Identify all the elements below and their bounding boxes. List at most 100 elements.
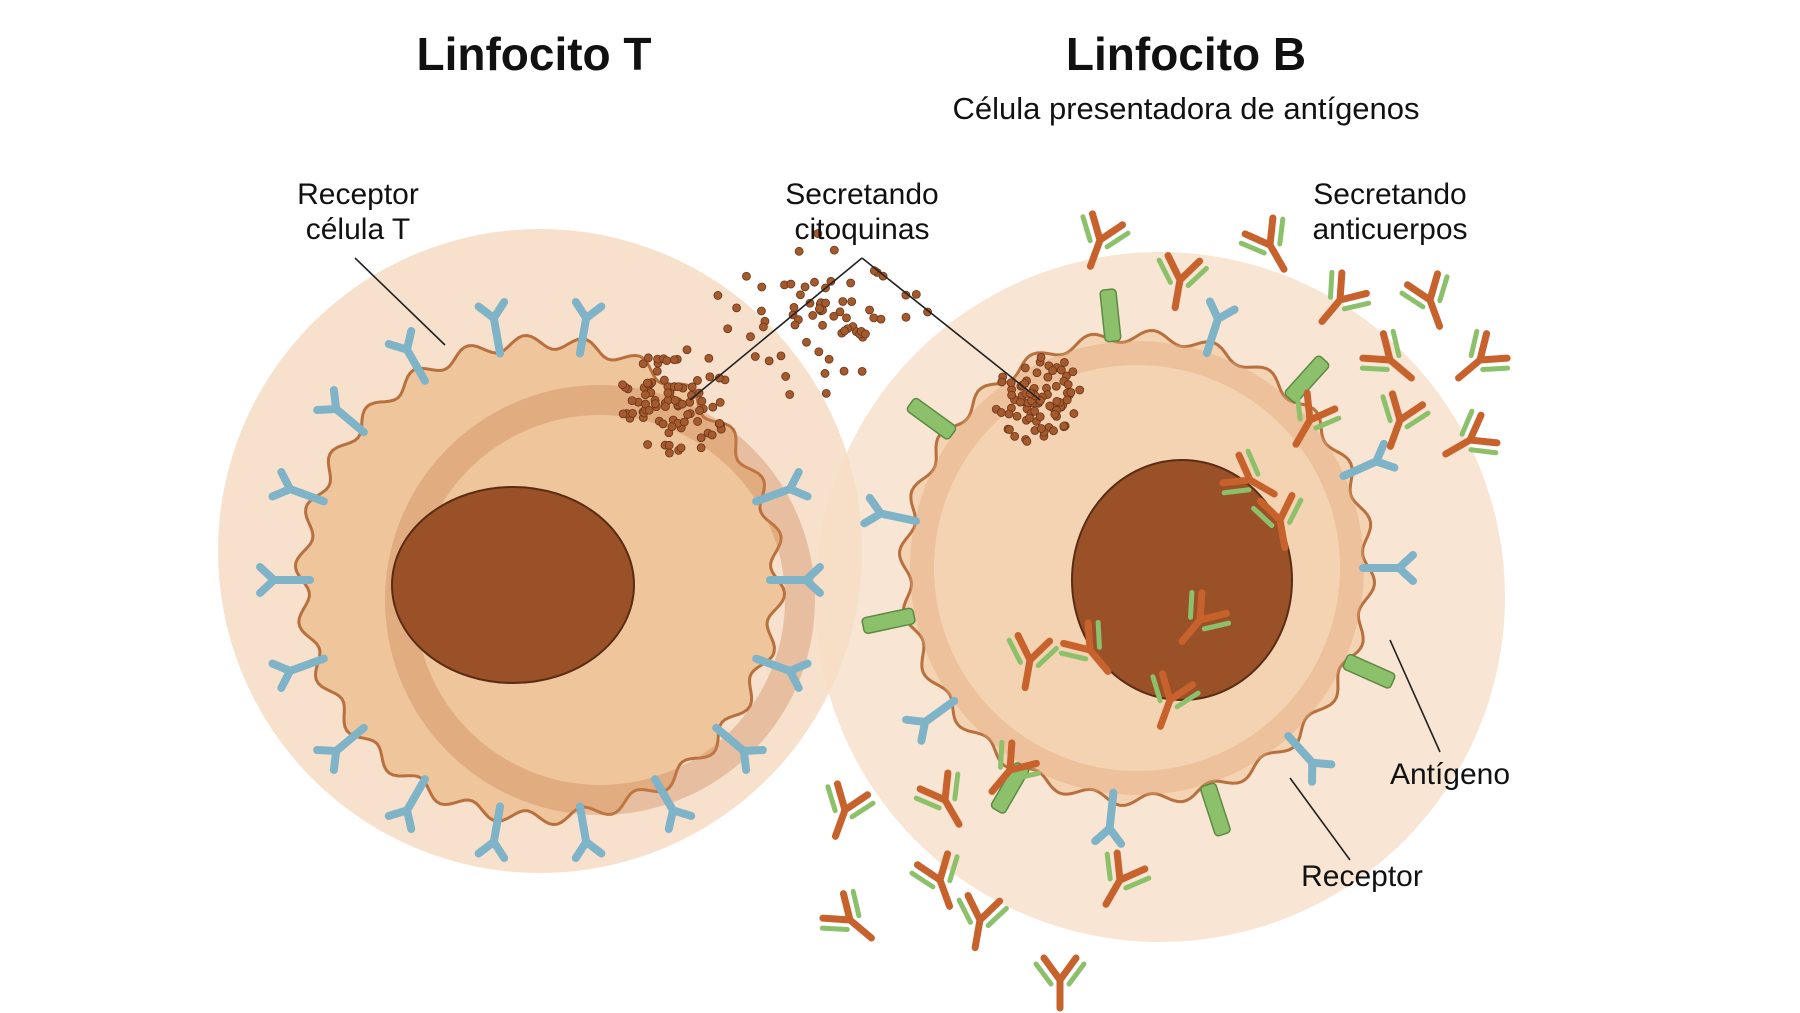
t-cell-receptor	[766, 563, 824, 597]
cytokine-dot	[696, 433, 706, 443]
antigen	[1342, 653, 1396, 689]
antibody-light-chain	[1221, 448, 1261, 496]
cytokine-dot	[1030, 406, 1040, 416]
t-cell-nucleus	[391, 486, 635, 684]
antibody-light-chain	[956, 897, 1009, 929]
cytokine-dot	[707, 430, 717, 440]
b-cell-receptor	[1091, 788, 1126, 848]
cytokine-dot	[829, 245, 839, 255]
antibody	[1251, 492, 1304, 552]
antibody-light-chain	[1104, 851, 1152, 891]
cytokine-dot	[667, 422, 677, 432]
leader-lines	[354, 257, 1441, 861]
receptor-icon	[1359, 551, 1417, 585]
receptor-icon	[571, 802, 606, 863]
cytokine-dot	[693, 417, 703, 426]
cytokines	[618, 229, 1085, 458]
t-cell-receptor	[752, 468, 812, 506]
antibody-heavy-chain	[1442, 411, 1501, 458]
antibody-light-chain	[1251, 497, 1304, 529]
cytokine-dot	[682, 345, 692, 355]
antibody	[1058, 619, 1112, 675]
t-cell-title: Linfocito T	[416, 28, 652, 80]
cytokine-dot	[808, 311, 818, 320]
antigen-icon	[1284, 355, 1330, 404]
t-cell	[256, 297, 824, 863]
t-cell-receptor	[474, 297, 509, 358]
antibody	[825, 780, 876, 840]
antibody	[1102, 849, 1152, 908]
antibody-heavy-chain	[1086, 210, 1127, 270]
cytokine-dot	[861, 329, 870, 339]
t-receptor-label-line1: Receptor	[297, 178, 419, 211]
cytokine-dot	[1006, 378, 1016, 387]
cytokine-dot	[683, 410, 693, 419]
antibody-heavy-chain	[1156, 670, 1197, 730]
cytokine-dot	[869, 313, 879, 323]
cytokine-dot	[901, 290, 911, 300]
cytokine-dot	[815, 304, 824, 314]
antigen-icon	[861, 607, 916, 635]
leader-cytokines-b	[861, 257, 1041, 401]
t-receptor-label-line2: célula T	[305, 212, 411, 246]
antibody-light-chain	[1156, 257, 1209, 289]
cytokine-dot	[1005, 425, 1014, 434]
antibody-light-chain	[1058, 619, 1102, 662]
antibody-light-chain	[1380, 394, 1431, 430]
antibody-light-chain	[1238, 216, 1286, 256]
antibody	[1219, 448, 1278, 498]
cytokine-dot	[696, 443, 706, 453]
b-cell-title: Linfocito B	[1065, 28, 1307, 80]
receptor-icon	[1339, 439, 1399, 481]
cytokine-dot	[1043, 372, 1053, 382]
cytokine-dot	[705, 372, 715, 382]
cytokine-dot	[847, 297, 857, 307]
cytokine-dot	[1050, 409, 1060, 419]
receptor-icon	[268, 468, 328, 506]
cytokine-dot	[723, 324, 733, 334]
antibody-heavy-chain	[913, 850, 954, 910]
b-cell-receptor	[1202, 297, 1239, 358]
t-cell-receptor	[384, 327, 429, 385]
cytokines-label-line1: Secretando	[785, 178, 939, 211]
cytokine-dot	[810, 277, 819, 287]
antibody-light-chain	[1359, 328, 1402, 372]
t-cell-receptor	[651, 775, 696, 833]
antibody-light-chain	[1033, 961, 1087, 987]
cytokine-dot	[764, 356, 774, 366]
antibody	[1238, 214, 1288, 273]
cytokine-dot	[829, 311, 839, 321]
antigen	[1200, 782, 1231, 837]
antibody	[1006, 632, 1059, 692]
cytokine-dot	[1068, 367, 1078, 377]
antibody-light-chain	[1006, 637, 1059, 669]
antibody-heavy-chain	[819, 890, 875, 942]
b-cell-nucleus	[1071, 459, 1293, 701]
receptor-icon	[752, 654, 812, 692]
receptor-icon	[860, 493, 920, 528]
receptor-icon	[651, 775, 696, 833]
cytokine-dot	[1012, 411, 1022, 421]
receptor-icon	[268, 654, 328, 692]
cytokine-dot	[1007, 390, 1017, 400]
cytokine-dot	[661, 402, 670, 412]
cytokine-dot	[1010, 431, 1020, 441]
antigen	[1099, 288, 1122, 343]
cytokine-dot	[715, 419, 724, 428]
receptor-icon	[571, 297, 606, 358]
cytokine-dot	[1035, 412, 1045, 422]
cytokine-dot	[1051, 381, 1061, 391]
antibody	[1178, 589, 1232, 645]
receptor-icon	[384, 327, 429, 385]
cytokine-dot	[713, 291, 723, 300]
cytokine-dot	[802, 337, 811, 347]
cytokine-dot	[628, 408, 637, 418]
antibody-heavy-chain	[988, 739, 1040, 795]
antibody-heavy-chain	[1403, 270, 1444, 330]
b-cell-receptor	[1339, 439, 1399, 481]
antibody	[1442, 408, 1501, 458]
cytokine-dot	[757, 282, 767, 292]
cytokine-dot	[789, 303, 799, 312]
cytokine-dot	[627, 396, 637, 406]
